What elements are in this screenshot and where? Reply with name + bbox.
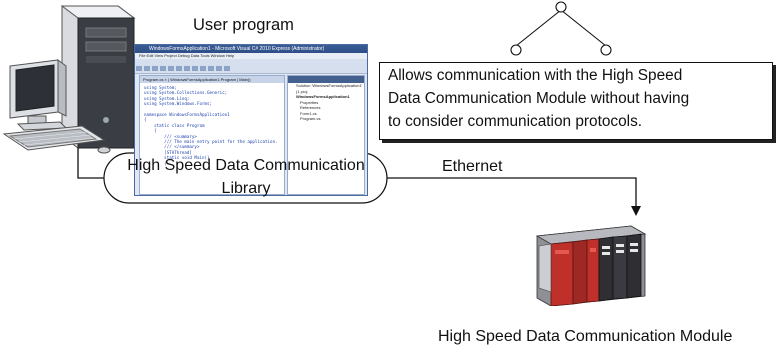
- explorer-header: [288, 76, 364, 83]
- computer-icon: [2, 5, 136, 154]
- code-editor-pane: Program.cs × | WindowsFormsApplication1.…: [139, 75, 285, 195]
- ide-title-bar: WindowsFormsApplication1 - Microsoft Vis…: [135, 45, 367, 53]
- library-label-line2: Library: [221, 180, 271, 197]
- description-line: Data Communication Module without having: [388, 90, 690, 107]
- user-program-window: WindowsFormsApplication1 - Microsoft Vis…: [134, 44, 368, 196]
- ethernet-arrowhead: [631, 206, 641, 216]
- ethernet-label: Ethernet: [442, 158, 503, 175]
- module-label: High Speed Data Communication Module: [438, 328, 733, 345]
- plc-module-icon: [535, 225, 647, 306]
- explorer-item: Solution 'WindowsFormsApplication1' (1 p…: [296, 83, 363, 94]
- user-program-label: User program: [193, 16, 294, 34]
- editor-tab: Program.cs × | WindowsFormsApplication1.…: [140, 76, 284, 83]
- ide-menu-bar: File Edit View Project Debug Data Tools …: [135, 53, 367, 59]
- protocol-tree-icon: [510, 1, 612, 56]
- pc-to-library-line: [77, 148, 106, 179]
- explorer-item: Properties: [300, 99, 319, 105]
- library-label-line1: High Speed Data Communication: [127, 157, 365, 174]
- ide-toolbar: [135, 59, 367, 74]
- explorer-item: WindowsFormsApplication1: [296, 94, 350, 99]
- code-text: using System; using System.Collections.G…: [144, 85, 278, 166]
- description-box: Allows communication with the High Speed…: [379, 62, 773, 140]
- explorer-item: References: [300, 105, 321, 110]
- explorer-item: Form1.cs: [300, 110, 317, 116]
- explorer-item: Program.cs: [300, 116, 321, 121]
- description-line: Allows communication with the High Speed: [388, 67, 683, 84]
- description-line: to consider communication protocols.: [388, 113, 643, 130]
- ethernet-line: [384, 177, 637, 208]
- solution-explorer-pane: Solution 'WindowsFormsApplication1' (1 p…: [287, 75, 365, 195]
